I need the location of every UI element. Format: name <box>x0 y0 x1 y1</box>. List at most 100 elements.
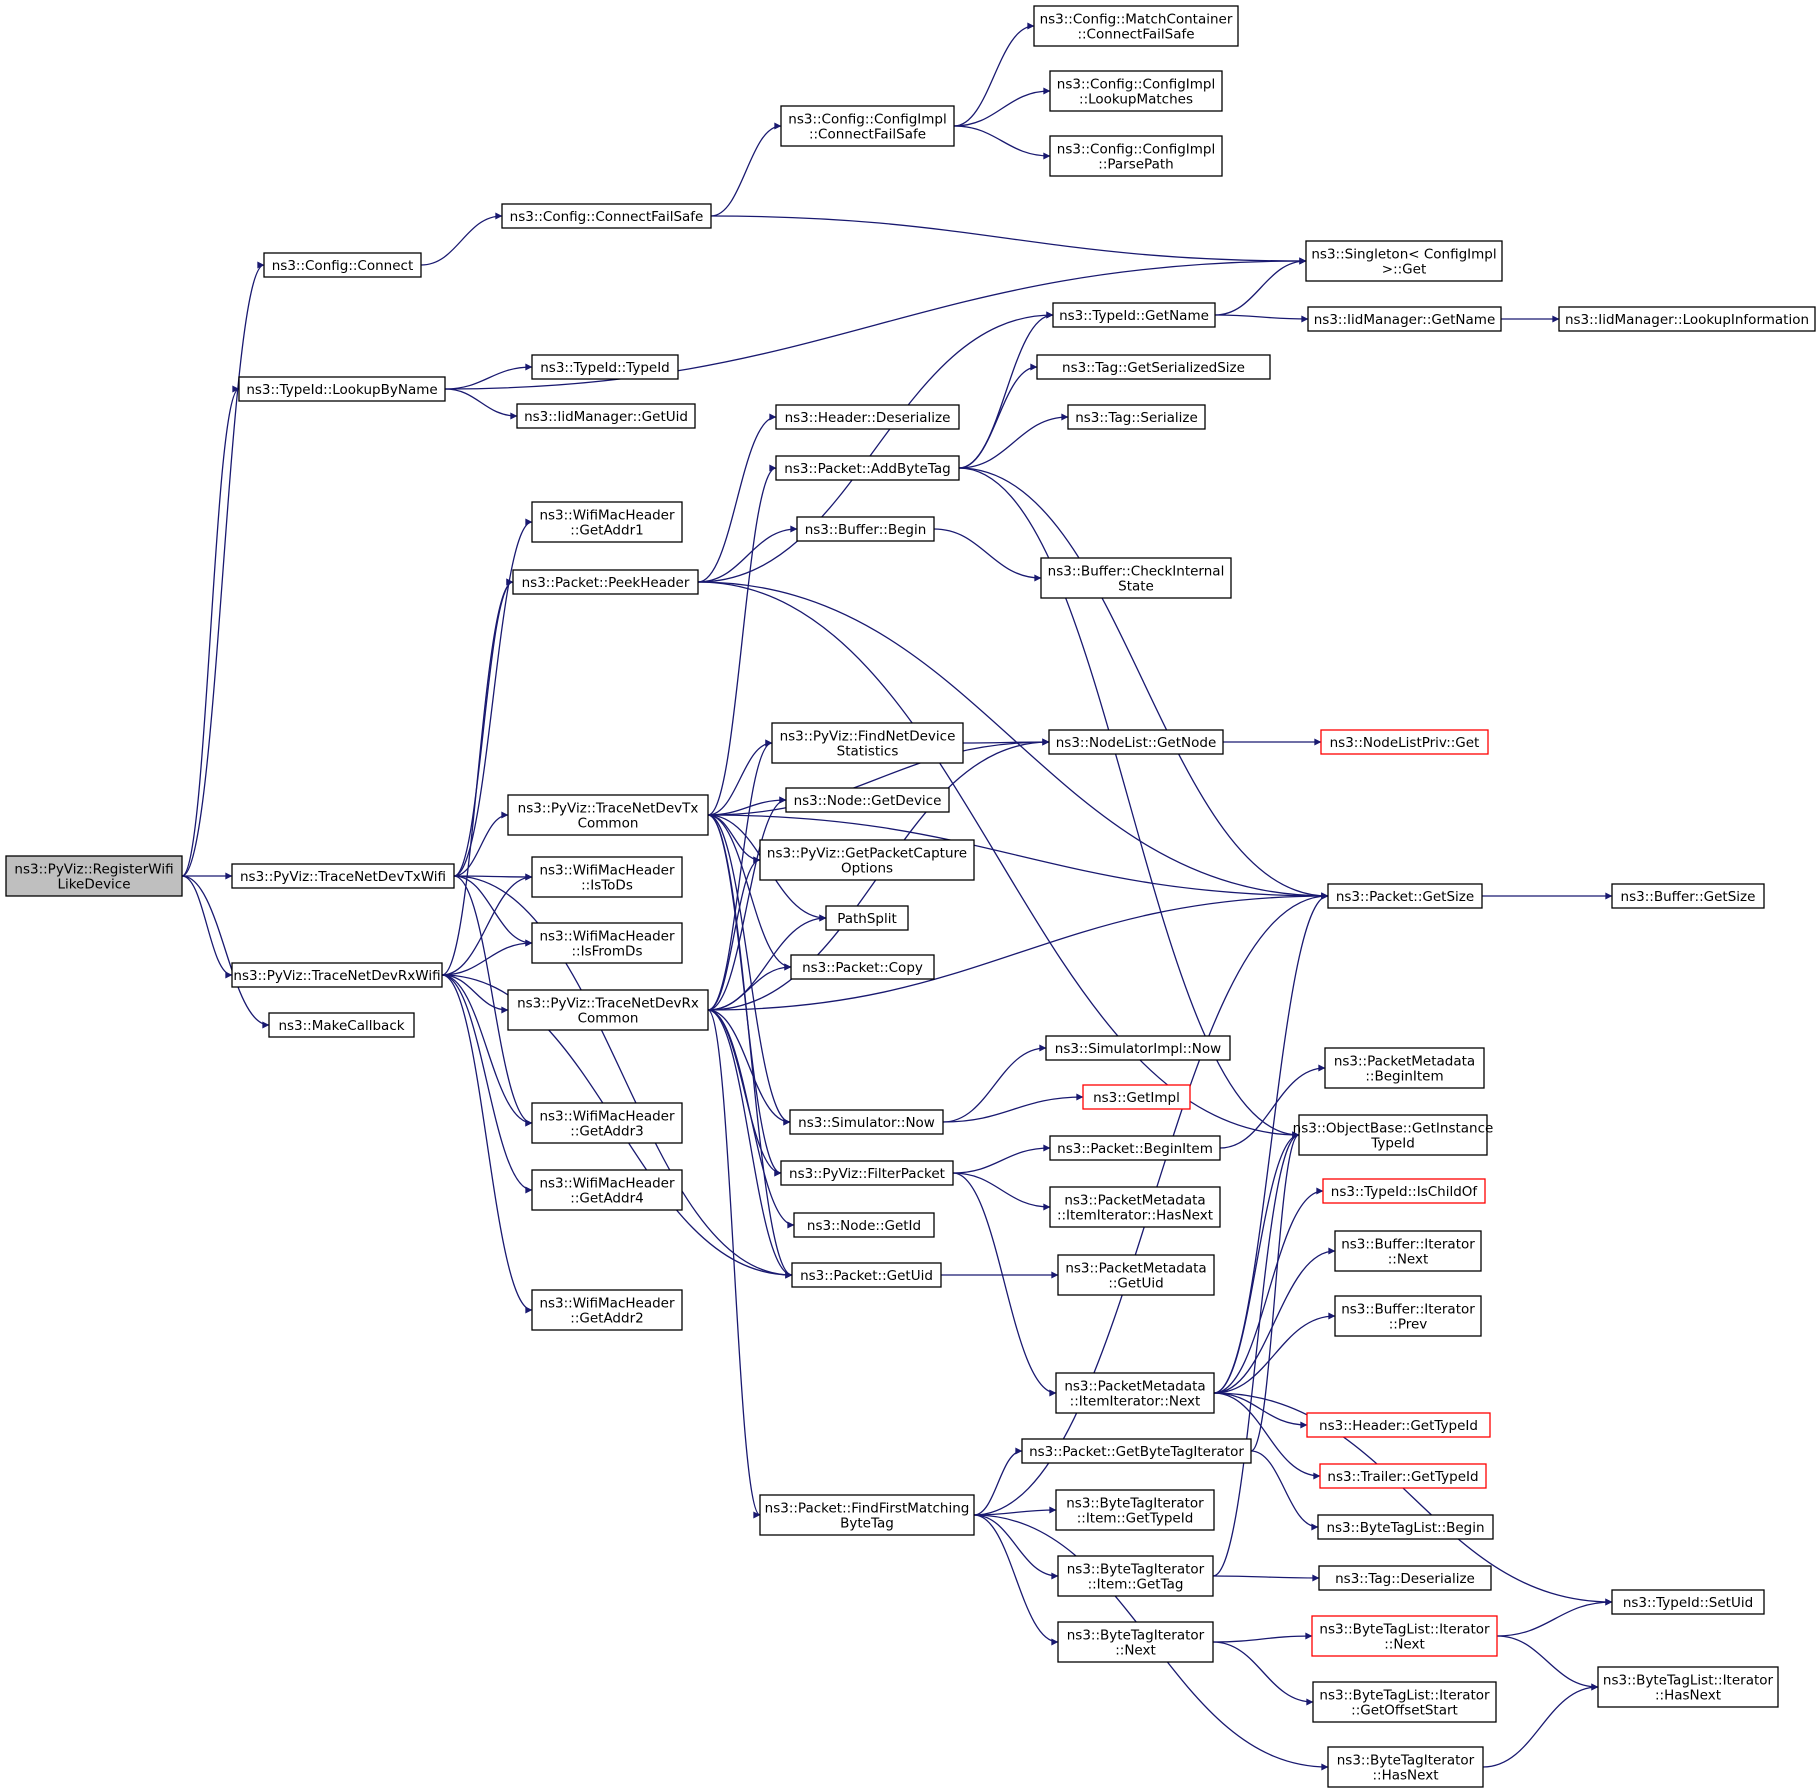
node-box[interactable] <box>1052 302 1216 328</box>
node-box[interactable] <box>796 516 935 542</box>
node-box[interactable] <box>1036 354 1271 380</box>
node-n9[interactable]: ns3::TypeId::TypeId <box>531 354 679 380</box>
node-n31[interactable]: ns3::Buffer::GetSize <box>1611 883 1765 909</box>
node-box[interactable] <box>1305 240 1503 282</box>
node-n58[interactable]: ns3::Trailer::GetTypeId <box>1319 1463 1487 1489</box>
node-n29[interactable]: ns3::WifiMacHeader::IsToDs <box>531 856 683 898</box>
node-box[interactable] <box>531 1102 683 1144</box>
node-box[interactable] <box>785 787 950 813</box>
node-n28[interactable]: ns3::PyViz::TraceNetDevTxWifi <box>231 863 455 889</box>
node-box[interactable] <box>1049 70 1223 112</box>
node-n56[interactable]: ns3::Header::GetTypeId <box>1306 1412 1491 1438</box>
node-box[interactable] <box>268 1012 415 1038</box>
node-n38[interactable]: ns3::SimulatorImpl::Now <box>1045 1035 1231 1061</box>
node-n32[interactable]: PathSplit <box>825 905 909 931</box>
node-n47[interactable]: ns3::PacketMetadata::ItemIterator::HasNe… <box>1049 1186 1221 1228</box>
node-n15[interactable]: ns3::Header::Deserialize <box>775 404 960 430</box>
node-box[interactable] <box>775 404 960 430</box>
node-box[interactable] <box>512 569 699 595</box>
node-box[interactable] <box>1307 306 1502 332</box>
node-box[interactable] <box>759 839 975 881</box>
node-n53[interactable]: ns3::WifiMacHeader::GetAddr2 <box>531 1289 683 1331</box>
node-box[interactable] <box>1057 1555 1214 1597</box>
node-box[interactable] <box>1611 1589 1765 1615</box>
node-box[interactable] <box>1033 5 1239 47</box>
node-box[interactable] <box>771 722 964 764</box>
node-box[interactable] <box>531 501 683 543</box>
node-n17[interactable]: ns3::Packet::AddByteTag <box>775 455 960 481</box>
node-box[interactable] <box>1057 1254 1215 1296</box>
node-n48[interactable]: ns3::TypeId::IsChildOf <box>1322 1178 1486 1204</box>
node-box[interactable] <box>507 989 709 1031</box>
node-n51[interactable]: ns3::PacketMetadata::GetUid <box>1057 1254 1215 1296</box>
node-box[interactable] <box>789 1109 944 1135</box>
node-box[interactable] <box>1021 1438 1252 1464</box>
node-n50[interactable]: ns3::Buffer::Iterator::Next <box>1334 1230 1482 1272</box>
node-box[interactable] <box>501 203 712 229</box>
node-box[interactable] <box>1327 1746 1484 1788</box>
node-n35[interactable]: ns3::Packet::Copy <box>790 954 935 980</box>
node-box[interactable] <box>1597 1666 1779 1708</box>
node-box[interactable] <box>793 1212 935 1238</box>
node-box[interactable] <box>263 252 422 278</box>
node-n68[interactable]: ns3::ByteTagList::Iterator::GetOffsetSta… <box>1312 1681 1497 1723</box>
node-box[interactable] <box>1040 557 1232 599</box>
node-n18[interactable]: ns3::WifiMacHeader::GetAddr1 <box>531 501 683 543</box>
node-box[interactable] <box>1322 1178 1486 1204</box>
node-box[interactable] <box>1067 404 1206 430</box>
node-n8[interactable]: ns3::TypeId::LookupByName <box>238 376 446 402</box>
node-box[interactable] <box>1317 1514 1494 1540</box>
node-box[interactable] <box>531 922 683 964</box>
node-box[interactable] <box>1057 1621 1214 1663</box>
node-box[interactable] <box>825 905 909 931</box>
node-n69[interactable]: ns3::ByteTagIterator::HasNext <box>1327 1746 1484 1788</box>
node-n4[interactable]: ns3::Config::MatchContainer::ConnectFail… <box>1033 5 1239 47</box>
node-box[interactable] <box>1049 1135 1221 1161</box>
node-box[interactable] <box>1327 883 1483 909</box>
node-box[interactable] <box>1311 1615 1498 1657</box>
node-box[interactable] <box>1334 1295 1482 1337</box>
node-box[interactable] <box>231 863 455 889</box>
node-n33[interactable]: ns3::WifiMacHeader::IsFromDs <box>531 922 683 964</box>
node-n64[interactable]: ns3::TypeId::SetUid <box>1611 1589 1765 1615</box>
node-n57[interactable]: ns3::Packet::GetByteTagIterator <box>1021 1438 1252 1464</box>
node-n2[interactable]: ns3::Config::ConnectFailSafe <box>501 203 712 229</box>
node-n20[interactable]: ns3::Packet::PeekHeader <box>512 569 699 595</box>
node-n45[interactable]: ns3::PyViz::FilterPacket <box>780 1160 954 1186</box>
node-box[interactable] <box>1048 729 1224 755</box>
node-box[interactable] <box>791 1262 942 1288</box>
node-box[interactable] <box>1049 1186 1221 1228</box>
node-n13[interactable]: ns3::IidManager::LookupInformation <box>1558 306 1816 332</box>
node-box[interactable] <box>1306 1412 1491 1438</box>
node-n10[interactable]: ns3::IidManager::GetUid <box>516 403 696 429</box>
node-box[interactable] <box>1312 1681 1497 1723</box>
node-box[interactable] <box>1045 1035 1231 1061</box>
node-n23[interactable]: ns3::NodeList::GetNode <box>1048 729 1224 755</box>
node-box[interactable] <box>531 354 679 380</box>
node-box[interactable] <box>780 105 955 147</box>
node-n44[interactable]: ns3::Packet::BeginItem <box>1049 1135 1221 1161</box>
node-box[interactable] <box>507 794 709 836</box>
node-box[interactable] <box>238 376 446 402</box>
node-box[interactable] <box>775 455 960 481</box>
node-n30[interactable]: ns3::Packet::GetSize <box>1327 883 1483 909</box>
node-n14[interactable]: ns3::Tag::GetSerializedSize <box>1036 354 1271 380</box>
node-box[interactable] <box>1318 1565 1492 1591</box>
node-box[interactable] <box>531 1289 683 1331</box>
node-box[interactable] <box>1334 1230 1482 1272</box>
node-box[interactable] <box>531 856 683 898</box>
node-n12[interactable]: ns3::IidManager::GetName <box>1307 306 1502 332</box>
node-n6[interactable]: ns3::Config::ConfigImpl::ParsePath <box>1049 135 1223 177</box>
node-box[interactable] <box>516 403 696 429</box>
node-n3[interactable]: ns3::Config::ConfigImpl::ConnectFailSafe <box>780 105 955 147</box>
node-n37[interactable]: ns3::MakeCallback <box>268 1012 415 1038</box>
node-n41[interactable]: ns3::Simulator::Now <box>789 1109 944 1135</box>
node-n42[interactable]: ns3::WifiMacHeader::GetAddr3 <box>531 1102 683 1144</box>
node-n52[interactable]: ns3::Packet::GetUid <box>791 1262 942 1288</box>
node-box[interactable] <box>1558 306 1816 332</box>
node-n49[interactable]: ns3::Node::GetId <box>793 1212 935 1238</box>
